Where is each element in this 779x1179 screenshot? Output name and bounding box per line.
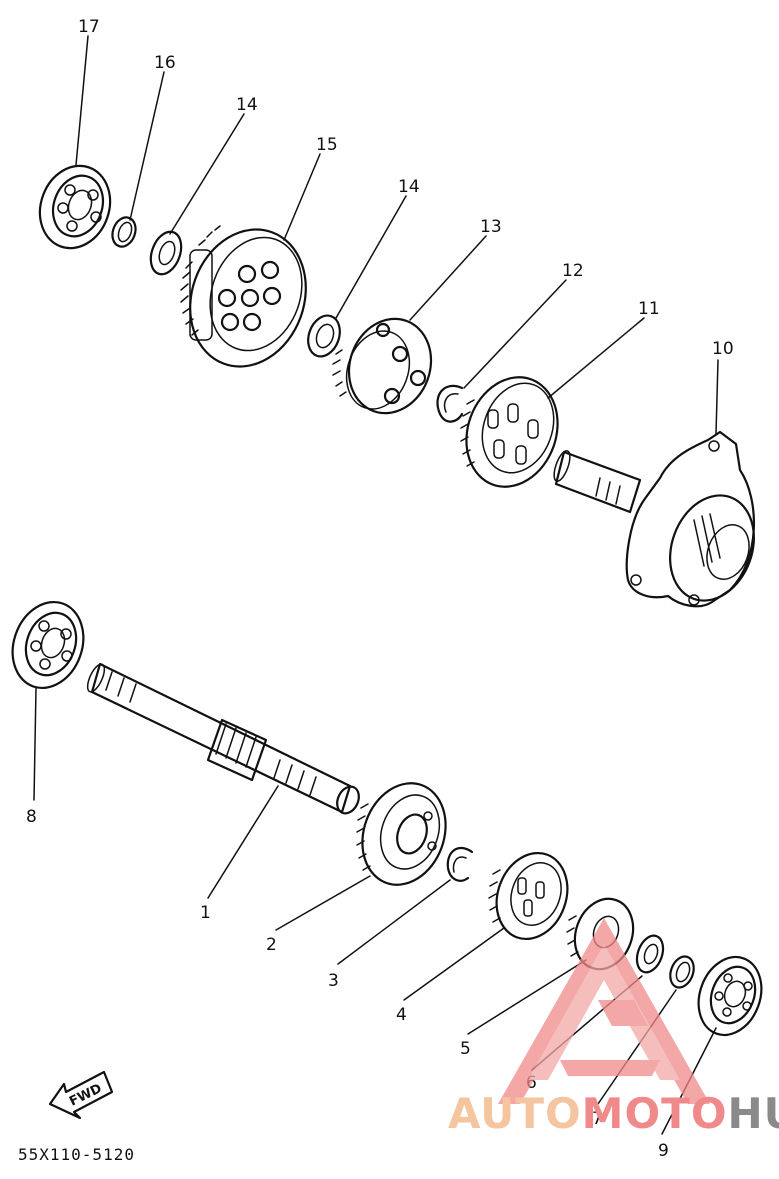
diagram-code: 55X110-5120 [18,1145,135,1164]
callout-7: 7 [592,1109,603,1129]
watermark-part3: HUB [728,1089,779,1138]
gear-part-15 [180,225,307,368]
bearing-part-9 [697,955,763,1037]
fwd-arrow: FWD [48,1070,114,1120]
washer-part-14a [149,230,183,276]
callout-8: 8 [26,807,37,827]
callout-14-upper: 14 [236,95,258,115]
automotohub-watermark: AUTOMOTOHUB [448,918,779,1138]
gear-part-11 [460,376,559,488]
callout-4: 4 [396,1005,407,1025]
watermark-logo-triangle [498,918,710,1104]
callout-14-middle: 14 [398,177,420,197]
bearing-part-17 [38,164,112,250]
circlip-part-16 [111,216,137,248]
callout-17: 17 [78,17,100,37]
shaft-part-1 [86,662,360,815]
callout-5: 5 [460,1039,471,1059]
bearing-part-8 [11,600,85,690]
callout-labels: 1 2 3 4 5 6 7 8 9 10 11 12 13 14 14 15 1… [26,17,734,1161]
washer-part-14b [307,314,341,358]
leader-lines [33,35,719,1135]
svg-text:AUTOMOTOHUB: AUTOMOTOHUB [448,1089,779,1138]
callout-16: 16 [154,53,176,73]
circlip-part-7 [669,955,695,989]
callout-11: 11 [638,299,660,319]
shaft-part-10 [553,430,755,608]
callout-15: 15 [316,135,338,155]
circlip-part-12 [436,384,464,423]
callout-9: 9 [658,1141,669,1161]
callout-12: 12 [562,261,584,281]
gear-part-2 [356,782,447,886]
gear-part-4 [488,851,569,941]
watermark-part1: AUTO [448,1089,582,1138]
callout-13: 13 [480,217,502,237]
callout-2: 2 [266,935,277,955]
watermark-part2: MOTO [582,1089,728,1138]
callout-1: 1 [200,903,211,923]
callout-10: 10 [712,339,734,359]
washer-part-6 [635,934,665,974]
callout-3: 3 [328,971,339,991]
circlip-part-3 [446,846,474,882]
gear-part-13 [332,317,433,415]
